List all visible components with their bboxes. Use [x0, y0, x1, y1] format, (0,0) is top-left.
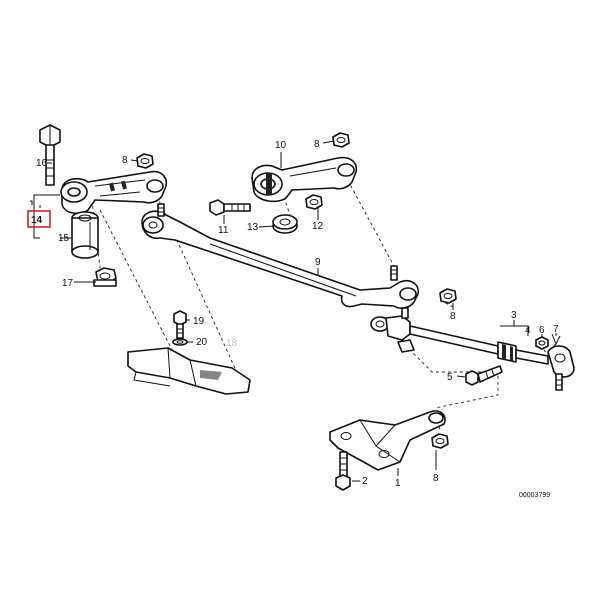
- callout-14: 14: [31, 215, 43, 226]
- nut-6: [535, 336, 549, 350]
- idler-arm-14: [60, 170, 168, 215]
- callout-labels: 16 14 15 17 8 10 8 11 12 13 9 8 19 20 18…: [31, 139, 559, 489]
- callout-20: 20: [196, 337, 208, 348]
- callout-16: 16: [36, 158, 48, 169]
- bolt-16: [39, 124, 61, 186]
- bolt-2: [335, 451, 351, 491]
- callout-5: 5: [447, 372, 453, 383]
- highlight-box-14: [27, 210, 51, 228]
- callout-4: 4: [525, 325, 531, 336]
- cotter-pin-7: [551, 333, 561, 349]
- callout-18: 18: [226, 338, 238, 349]
- leader-lines: [30, 140, 557, 482]
- bolt-19: [173, 310, 187, 339]
- callout-15: 15: [58, 233, 70, 244]
- bushing-15: [71, 211, 99, 259]
- nut-8-upper-right: [332, 132, 350, 148]
- callout-6: 6: [539, 325, 545, 336]
- bolt-5: [465, 365, 503, 386]
- nut-8-middle: [439, 288, 457, 304]
- callout-8-upper-right: 8: [314, 139, 320, 150]
- bushing-13: [272, 214, 298, 234]
- callout-2: 2: [362, 476, 368, 487]
- callout-9: 9: [315, 257, 321, 268]
- bracket-plate-18: [127, 347, 251, 395]
- callout-7: 7: [553, 324, 559, 335]
- diagram-code: 00003799: [519, 492, 550, 499]
- nut-8-upper-left: [136, 153, 154, 169]
- pitman-arm-10: [251, 156, 358, 203]
- callout-12: 12: [312, 221, 324, 232]
- callout-17: 17: [62, 278, 74, 289]
- callout-11: 11: [218, 225, 229, 236]
- callout-8-upper-left: 8: [122, 155, 128, 166]
- nut-12: [305, 194, 323, 210]
- washer-20: [172, 338, 188, 346]
- callout-8-lower: 8: [433, 473, 439, 484]
- callout-19: 19: [193, 316, 205, 327]
- steering-arm-1: [329, 410, 446, 471]
- bolt-11: [209, 199, 251, 216]
- tie-rod-3: [370, 307, 575, 391]
- callout-13: 13: [247, 222, 259, 233]
- callout-10: 10: [275, 140, 287, 151]
- nut-8-lower: [431, 433, 449, 449]
- callout-3: 3: [511, 310, 517, 321]
- callout-8-middle: 8: [450, 311, 456, 322]
- callout-1: 1: [395, 478, 401, 489]
- nut-17: [93, 267, 117, 287]
